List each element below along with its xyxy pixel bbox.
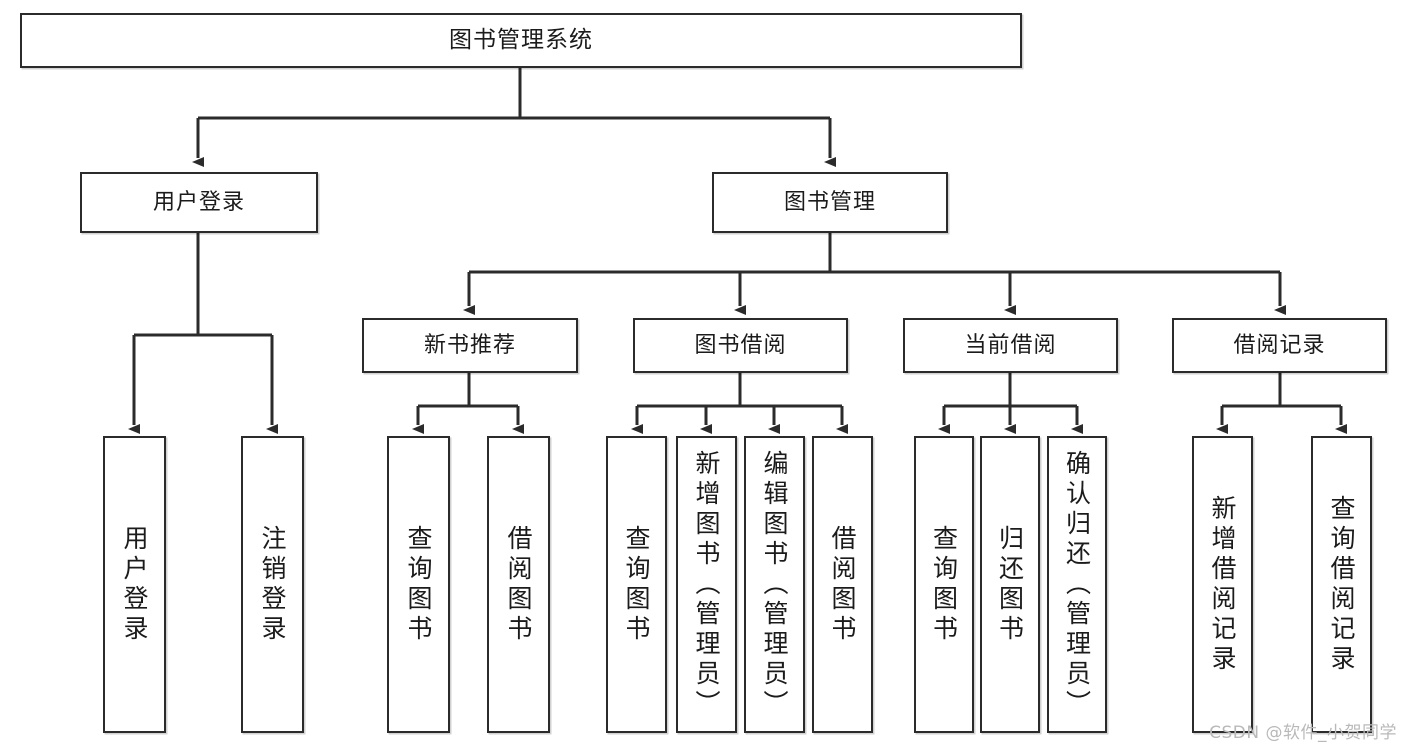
node-leaf-query-book-2-label: 查询图书 [622, 524, 651, 645]
node-leaf-query-record-label: 查询借阅记录 [1327, 494, 1356, 675]
node-leaf-confirm-return-label: 确认归还（管理员） [1062, 449, 1092, 720]
node-new-book-rec[interactable]: 新书推荐 [362, 318, 578, 373]
node-book-manage-label: 图书管理 [783, 189, 876, 215]
node-leaf-confirm-return[interactable]: 确认归还（管理员） [1047, 436, 1107, 733]
node-book-borrow[interactable]: 图书借阅 [633, 318, 848, 373]
node-book-manage[interactable]: 图书管理 [712, 172, 948, 233]
node-leaf-add-book[interactable]: 新增图书（管理员） [676, 436, 737, 733]
node-user-login[interactable]: 用户登录 [80, 172, 318, 233]
node-leaf-query-book-1[interactable]: 查询图书 [387, 436, 450, 733]
node-new-book-rec-label: 新书推荐 [423, 332, 516, 358]
node-root[interactable]: 图书管理系统 [20, 13, 1022, 68]
node-leaf-logout[interactable]: 注销登录 [241, 436, 304, 733]
node-leaf-borrow-book-1-label: 借阅图书 [504, 524, 533, 645]
node-leaf-add-record[interactable]: 新增借阅记录 [1192, 436, 1253, 733]
node-leaf-query-book-3-label: 查询图书 [929, 524, 959, 645]
node-user-login-label: 用户登录 [152, 189, 245, 215]
node-borrow-record-label: 借阅记录 [1233, 332, 1326, 358]
node-leaf-query-book-2[interactable]: 查询图书 [606, 436, 667, 733]
node-root-label: 图书管理系统 [449, 27, 593, 54]
node-book-borrow-label: 图书借阅 [694, 332, 787, 358]
node-leaf-borrow-book-2-label: 借阅图书 [828, 524, 857, 645]
node-leaf-user-login[interactable]: 用户登录 [103, 436, 166, 733]
node-leaf-user-login-label: 用户登录 [120, 524, 149, 645]
node-leaf-query-book-3[interactable]: 查询图书 [914, 436, 974, 733]
watermark-text: CSDN @软件_小贺同学 [1209, 723, 1397, 743]
node-current-borrow[interactable]: 当前借阅 [903, 318, 1118, 373]
node-leaf-return-book[interactable]: 归还图书 [980, 436, 1040, 733]
node-borrow-record[interactable]: 借阅记录 [1172, 318, 1387, 373]
node-leaf-add-book-label: 新增图书（管理员） [692, 449, 721, 720]
node-leaf-return-book-label: 归还图书 [995, 524, 1025, 645]
node-leaf-borrow-book-2[interactable]: 借阅图书 [812, 436, 873, 733]
node-leaf-logout-label: 注销登录 [258, 524, 287, 645]
node-leaf-edit-book[interactable]: 编辑图书（管理员） [744, 436, 805, 733]
node-leaf-query-record[interactable]: 查询借阅记录 [1311, 436, 1372, 733]
node-leaf-query-book-1-label: 查询图书 [404, 524, 433, 645]
node-leaf-edit-book-label: 编辑图书（管理员） [760, 449, 789, 720]
node-leaf-add-record-label: 新增借阅记录 [1208, 494, 1237, 675]
node-current-borrow-label: 当前借阅 [964, 332, 1057, 358]
node-leaf-borrow-book-1[interactable]: 借阅图书 [487, 436, 550, 733]
